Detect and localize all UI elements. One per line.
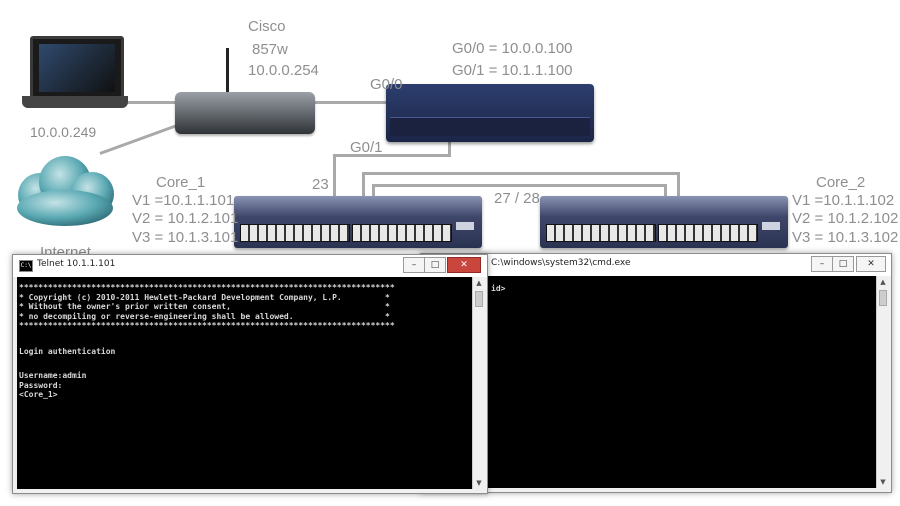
cable-core-link-1: [362, 172, 680, 175]
cable-core-link-2: [372, 184, 664, 187]
core2-v2: V2 = 10.1.2.102: [792, 210, 899, 227]
cable-router-firewall: [312, 101, 388, 104]
cmd-scrollbar[interactable]: ▲ ▼: [876, 276, 889, 488]
laptop-ip-label: 10.0.0.249: [30, 124, 97, 140]
cmd-line-0: id>: [491, 284, 506, 293]
core1-v3: V3 = 10.1.3.101: [132, 229, 239, 246]
telnet-line-1: * Copyright (c) 2010-2011 Hewlett-Packar…: [19, 292, 390, 302]
cmd-window[interactable]: C:\windows\system32\cmd.exe – □ ✕ id> ▲ …: [420, 253, 892, 493]
cmd-console[interactable]: id>: [425, 276, 877, 488]
cable-laptop-router: [120, 101, 180, 104]
router-label-2: 857w: [252, 41, 288, 58]
core2-name: Core_2: [816, 174, 866, 191]
telnet-line-12: <Core_1>: [19, 390, 58, 399]
scroll-down-icon[interactable]: ▼: [880, 478, 886, 486]
core2-v3: V3 = 10.1.3.102: [792, 229, 899, 246]
telnet-scrollbar[interactable]: ▲ ▼: [472, 277, 485, 489]
g00-address-label: G0/0 = 10.0.0.100: [452, 40, 573, 57]
cmd-titlebar[interactable]: C:\windows\system32\cmd.exe – □ ✕: [421, 254, 891, 276]
cmd-window-title: C:\windows\system32\cmd.exe: [491, 258, 631, 268]
laptop-icon: [30, 36, 124, 100]
telnet-line-7: Login authentication: [19, 347, 116, 356]
cable-firewall-core1-h: [333, 154, 451, 157]
telnet-window[interactable]: C:\ Telnet 10.1.1.101 – □ ✕ ************…: [12, 254, 488, 494]
router-ip-label: 10.0.0.254: [248, 62, 319, 79]
maximize-button[interactable]: □: [424, 257, 446, 273]
scroll-up-icon[interactable]: ▲: [476, 279, 482, 287]
scroll-up-icon[interactable]: ▲: [880, 278, 886, 286]
cmd-app-icon: C:\: [19, 260, 33, 272]
core1-switch: [234, 196, 482, 248]
core2-v1: V1 =10.1.1.102: [792, 192, 895, 209]
telnet-console[interactable]: ****************************************…: [17, 277, 473, 489]
close-button[interactable]: ✕: [447, 257, 481, 273]
port-23-label: 23: [312, 176, 329, 193]
telnet-titlebar[interactable]: C:\ Telnet 10.1.1.101 – □ ✕: [13, 255, 487, 277]
core2-switch: [540, 196, 788, 248]
maximize-button[interactable]: □: [832, 256, 854, 272]
g01-port-label: G0/1: [350, 139, 383, 156]
scroll-thumb[interactable]: [475, 291, 483, 307]
core1-name: Core_1: [156, 174, 206, 191]
core1-v2: V2 = 10.1.2.101: [132, 210, 239, 227]
telnet-line-10: Username:admin: [19, 371, 87, 380]
telnet-window-title: Telnet 10.1.1.101: [37, 259, 116, 269]
telnet-line-0: ****************************************…: [19, 283, 395, 292]
scroll-down-icon[interactable]: ▼: [476, 479, 482, 487]
router-antenna: [226, 48, 229, 96]
minimize-button[interactable]: –: [811, 256, 833, 272]
laptop-base: [22, 96, 128, 108]
telnet-line-3: * no decompiling or reverse-engineering …: [19, 311, 390, 321]
cable-firewall-core1-v: [448, 140, 451, 156]
telnet-line-11: Password:: [19, 380, 63, 390]
g00-port-label: G0/0: [370, 76, 403, 93]
firewall-device: [386, 84, 594, 142]
g01-address-label: G0/1 = 10.1.1.100: [452, 62, 573, 79]
scroll-thumb[interactable]: [879, 290, 887, 306]
cable-firewall-core1-d: [333, 154, 336, 196]
port-27-28-label: 27 / 28: [494, 190, 540, 207]
minimize-button[interactable]: –: [403, 257, 425, 273]
close-button[interactable]: ✕: [856, 256, 886, 272]
telnet-line-2: * Without the owner's prior written cons…: [19, 302, 390, 311]
core1-v1: V1 =10.1.1.101: [132, 192, 235, 209]
telnet-line-4: ****************************************…: [19, 321, 395, 330]
internet-cloud-icon: [17, 156, 114, 226]
router-icon: [175, 92, 315, 134]
router-label-1: Cisco: [248, 18, 286, 35]
